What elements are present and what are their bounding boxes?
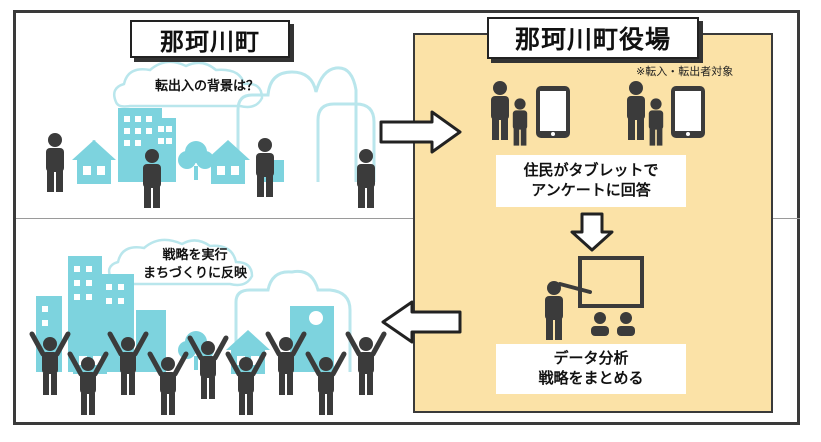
- town-office-title: 那珂川町役場: [487, 17, 699, 59]
- resident-icon: [357, 149, 375, 208]
- house-icon: [72, 140, 116, 184]
- tablet-icon: [536, 86, 570, 138]
- strategy-line-1: 戦略を実行: [162, 248, 228, 263]
- tablet-icon: [671, 86, 705, 138]
- arrow-left-icon: [381, 300, 462, 344]
- question-cloud: [113, 60, 264, 109]
- target-note: ※転入・転出者対象: [636, 65, 734, 78]
- arrow-down-icon: [570, 212, 614, 252]
- strategy-line-2: まちづくりに反映: [142, 266, 247, 281]
- survey-line-2: アンケートに回答: [531, 181, 651, 199]
- analysis-line-1: データ分析: [553, 349, 629, 367]
- section-divider: [16, 218, 800, 219]
- city-outline-bottom: [234, 269, 352, 372]
- analysis-line-2: 戦略をまとめる: [538, 369, 644, 387]
- survey-people: [491, 81, 664, 146]
- presenter-icon: [545, 256, 644, 340]
- town-title: 那珂川町: [130, 20, 290, 58]
- question-text: 転出入の背景は？: [154, 79, 259, 94]
- resident-icon: [143, 149, 161, 208]
- strategy-cloud: [107, 238, 254, 287]
- resident-icon: [46, 133, 64, 192]
- survey-label: 住民がタブレットで アンケートに回答: [496, 155, 686, 207]
- tree-icon: [178, 141, 214, 180]
- survey-line-1: 住民がタブレットで: [523, 161, 659, 179]
- analysis-label: データ分析 戦略をまとめる: [496, 344, 686, 394]
- resident-icon: [256, 138, 274, 197]
- arrow-right-icon: [379, 110, 462, 154]
- strategy-text: 戦略を実行 まちづくりに反映: [120, 247, 270, 283]
